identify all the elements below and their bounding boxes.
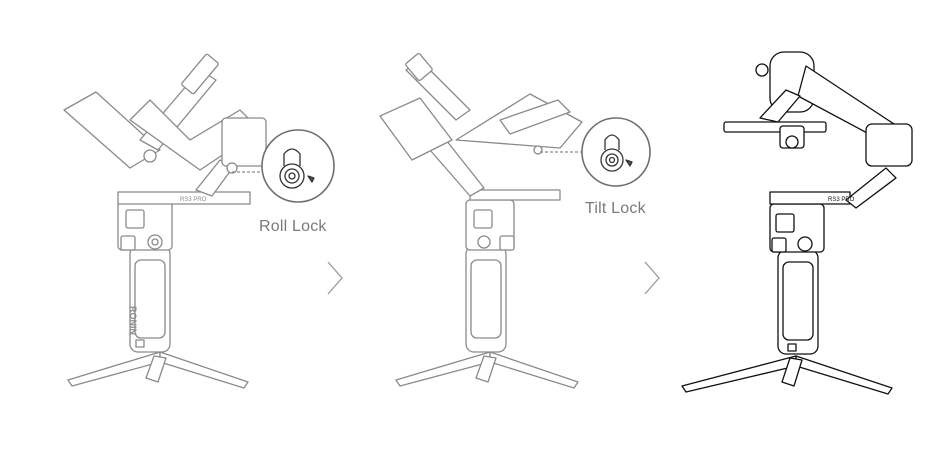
svg-text:RONIN: RONIN <box>128 306 138 335</box>
gimbal-base-1 <box>117 201 173 251</box>
gimbal-step-1: RONIN RS3 PRO <box>63 53 335 389</box>
tripod-1 <box>67 351 249 389</box>
handle-1: RONIN <box>128 245 171 353</box>
camera-assembly-2 <box>379 52 583 161</box>
handle-3 <box>777 249 819 355</box>
gimbal-step-2 <box>379 52 651 389</box>
handle-2 <box>465 245 507 353</box>
chevron-right-icon <box>644 261 660 295</box>
tilt-lock-label: Tilt Lock <box>585 200 646 217</box>
chevron-right-icon <box>327 261 343 295</box>
roll-lock-label: Roll Lock <box>259 218 327 235</box>
camera-assembly-1 <box>63 53 267 174</box>
svg-text:RS3 PRO: RS3 PRO <box>828 197 855 203</box>
gimbal-step-3: RS3 PRO <box>681 51 913 395</box>
roll-lock-callout <box>232 129 335 203</box>
gimbal-base-2 <box>465 199 515 251</box>
tilt-lock-callout <box>540 117 651 187</box>
roll-arm-1: RS3 PRO <box>117 159 251 205</box>
camera-assembly-3 <box>723 51 913 167</box>
svg-text:RS3 PRO: RS3 PRO <box>180 197 207 203</box>
lock-icon <box>600 134 624 172</box>
lock-icon <box>279 148 305 189</box>
tripod-3 <box>681 355 893 395</box>
tripod-2 <box>395 351 579 389</box>
roll-arm-3: RS3 PRO <box>769 167 897 209</box>
gimbal-base-3 <box>769 203 825 253</box>
